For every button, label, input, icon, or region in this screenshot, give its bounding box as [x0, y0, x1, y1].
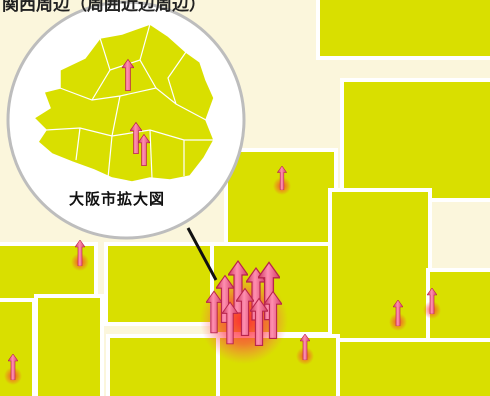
inset-label: 大阪市拡大図 [66, 188, 169, 209]
inset-leader-line [186, 227, 218, 281]
region-northeast [340, 78, 490, 202]
region-center-left [104, 242, 218, 326]
osaka-city-shape [32, 23, 215, 183]
region-southeast [336, 338, 490, 396]
region-south-center [106, 334, 220, 396]
markers [4, 166, 441, 385]
region-top-right [316, 0, 490, 60]
map-title: 関西周辺（周囲近辺周辺） [2, 0, 206, 15]
ward-boundaries [45, 23, 214, 179]
region-north-central [224, 148, 338, 252]
inset-osaka-map[interactable] [6, 0, 246, 240]
region-center-east [328, 188, 432, 342]
region-southwest [34, 294, 104, 396]
osaka-cluster[interactable] [200, 260, 288, 364]
